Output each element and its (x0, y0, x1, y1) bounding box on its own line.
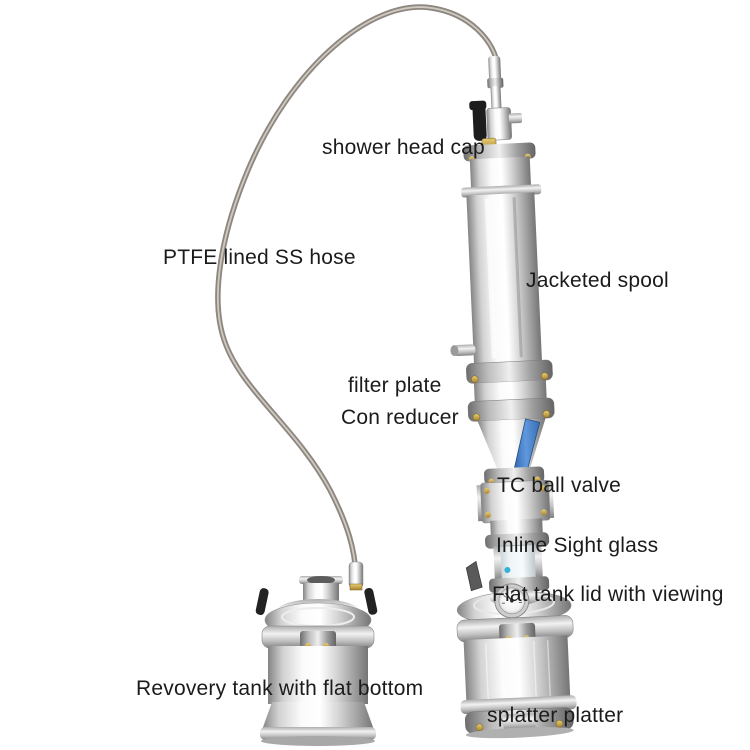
sight-glass-dot (504, 566, 511, 573)
recovery-tank (255, 561, 378, 746)
filter-plate-clamp-upper (466, 359, 553, 384)
inline-sight-glass (485, 518, 550, 593)
recovery-tank-port (299, 576, 343, 601)
needle-valve (469, 55, 523, 151)
pressure-gauge (494, 583, 530, 619)
shower-head-cap (461, 142, 542, 198)
recovery-tank-band (261, 625, 375, 649)
splatter-platter (460, 695, 577, 739)
ptfe-hose (215, 4, 500, 579)
recovery-tank-body (260, 646, 376, 746)
recovery-tank-toggle-right (364, 587, 378, 615)
recovery-tank-base (261, 736, 375, 746)
lid-relief-valve (465, 560, 483, 592)
recovery-tank-hose-fitting (348, 561, 364, 591)
filter-plate-spool (473, 380, 547, 404)
main-column (450, 55, 577, 739)
collection-tank-band (456, 615, 574, 643)
jacketed-spool (450, 192, 542, 364)
collection-tank-body (463, 635, 571, 704)
tc-ball-valve (476, 466, 555, 524)
recovery-tank-toggle-left (255, 588, 269, 615)
flat-tank-lid (456, 560, 572, 625)
filter-plate-clamp-lower (467, 397, 555, 422)
spool-side-port (450, 344, 476, 357)
